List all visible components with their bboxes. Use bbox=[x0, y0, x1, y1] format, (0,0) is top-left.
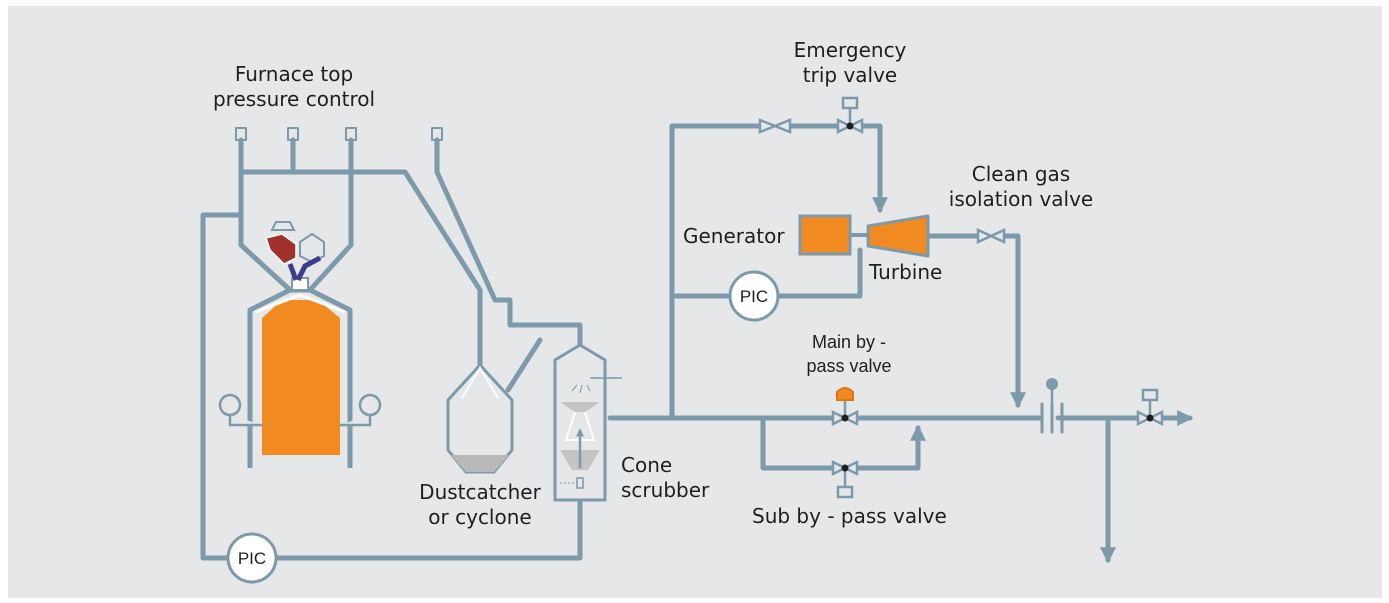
bleeder-line bbox=[434, 157, 583, 348]
generator bbox=[798, 214, 852, 256]
pic-upper-label: PIC bbox=[739, 287, 769, 306]
orifice-plate bbox=[1040, 402, 1064, 434]
pic-lower-label: PIC bbox=[237, 549, 267, 568]
left-pic-line bbox=[200, 212, 244, 561]
cone-scrubber bbox=[553, 343, 622, 502]
bottom-pic-line bbox=[273, 497, 583, 561]
charging-equipment bbox=[265, 221, 325, 282]
downcomer bbox=[402, 169, 483, 368]
sub-bypass-loop bbox=[760, 415, 835, 471]
sub-bypass-right bbox=[853, 424, 927, 471]
dustcatcher bbox=[446, 362, 514, 474]
dustcatcher-outlet bbox=[505, 337, 543, 393]
pic-line-right bbox=[775, 247, 863, 299]
blast-furnace bbox=[218, 277, 382, 468]
furnace-top-header bbox=[238, 165, 408, 293]
emergency-trip-valve-label: Emergency trip valve bbox=[793, 38, 907, 87]
top-pressure-valves bbox=[235, 127, 443, 171]
furnace-top-pressure-control-label: Furnace top pressure control bbox=[212, 62, 376, 111]
main-bypass-valve-label: Main by - pass valve bbox=[806, 332, 892, 376]
pic-lower-circle bbox=[226, 532, 278, 584]
turbine bbox=[866, 214, 930, 258]
clean-gas-isolation-valve-label: Clean gas isolation valve bbox=[948, 162, 1094, 211]
clean-gas-return bbox=[997, 233, 1027, 409]
sub-bypass-valve-label: Sub by - pass valve bbox=[752, 504, 947, 528]
trip-valve-to-turbine bbox=[857, 123, 889, 214]
clean-gas-isolation-valve bbox=[976, 228, 1006, 244]
dustcatcher-label: Dustcatcher or cyclone bbox=[419, 480, 541, 529]
main-bypass-actuator bbox=[836, 387, 854, 401]
turbine-loop-left bbox=[669, 123, 768, 421]
generator-label: Generator bbox=[683, 224, 785, 248]
turbine-label: Turbine bbox=[869, 260, 943, 284]
diagram-background bbox=[8, 6, 1382, 598]
pic-upper-circle bbox=[728, 270, 780, 322]
orifice-indicator bbox=[1046, 378, 1058, 390]
turbine-loop-valve bbox=[758, 118, 792, 134]
cone-scrubber-label: Cone scrubber bbox=[621, 453, 710, 502]
